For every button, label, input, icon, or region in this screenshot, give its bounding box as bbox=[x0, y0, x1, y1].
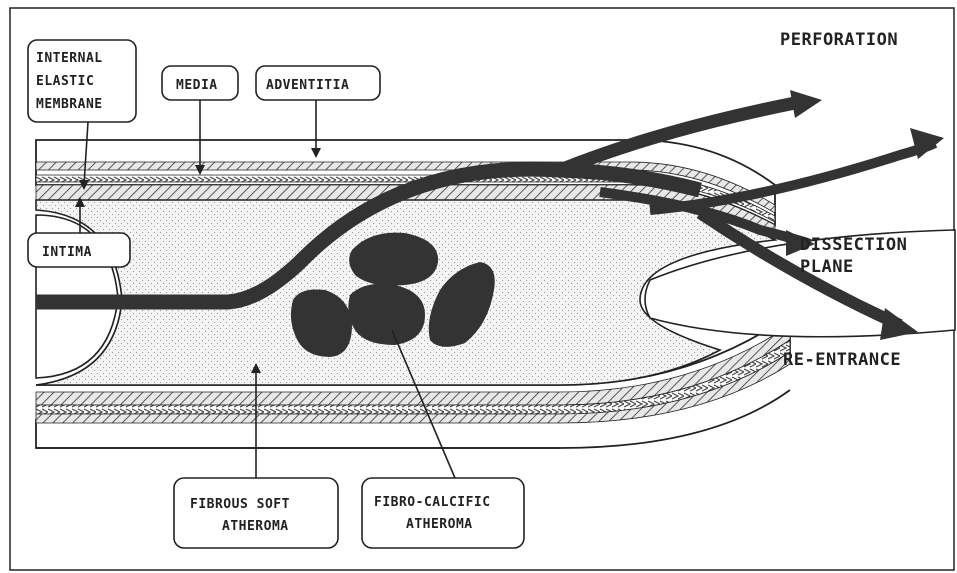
dissection-label-line-2: PLANE bbox=[800, 257, 854, 277]
intima-label: INTIMA bbox=[42, 245, 92, 260]
label-fibrous-soft-atheroma: FIBROUS SOFT ATHEROMA bbox=[174, 363, 338, 548]
iem-line-1: INTERNAL bbox=[36, 51, 103, 66]
dissection-label-line-1: DISSECTION bbox=[800, 235, 907, 255]
media-label: MEDIA bbox=[176, 78, 218, 93]
re-entrance-label: RE-ENTRANCE bbox=[783, 350, 901, 370]
fibro-calcific-line-2: ATHEROMA bbox=[406, 517, 473, 532]
perforation-label: PERFORATION bbox=[780, 30, 898, 50]
adventitia-label: ADVENTITIA bbox=[266, 78, 349, 93]
fibro-calcific-line-1: FIBRO-CALCIFIC bbox=[374, 495, 491, 510]
iem-line-3: MEMBRANE bbox=[36, 97, 103, 112]
fibrous-soft-line-1: FIBROUS SOFT bbox=[190, 497, 290, 512]
iem-line-2: ELASTIC bbox=[36, 74, 94, 89]
fibrous-soft-line-2: ATHEROMA bbox=[222, 519, 289, 534]
